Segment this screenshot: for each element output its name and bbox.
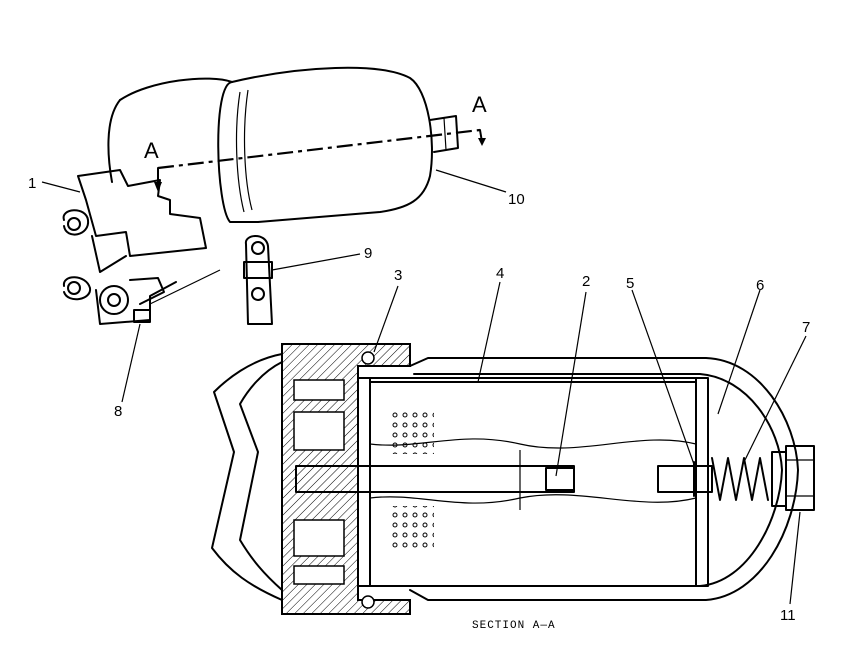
- section-line: [157, 128, 481, 170]
- callout-8: 8: [114, 403, 122, 420]
- callout-2: 2: [582, 273, 590, 290]
- head-top: [119, 77, 233, 101]
- callout-9: 9: [364, 245, 372, 262]
- o-ring-seal: [361, 351, 375, 365]
- canister-ring-2: [243, 89, 253, 211]
- mounting-ear-lower: [62, 276, 92, 301]
- callout-7: 7: [802, 319, 810, 336]
- housing-outline: [211, 353, 283, 601]
- clamp: [243, 261, 273, 279]
- callout-6: 6: [756, 277, 764, 294]
- leader-lines: [41, 169, 807, 605]
- callout-3: 3: [394, 267, 402, 284]
- canister-outline: [231, 66, 433, 223]
- section-arrow-left: [154, 182, 162, 192]
- head-body: [91, 235, 127, 273]
- perforations-upper: [388, 408, 434, 454]
- callout-5: 5: [626, 275, 634, 292]
- perforations-lower: [388, 506, 434, 552]
- section-view: [211, 343, 815, 615]
- canister-seam: [217, 81, 259, 223]
- filter-assembly-view: A A: [62, 66, 487, 325]
- callout-1: 1: [28, 175, 36, 192]
- callout-10: 10: [508, 191, 525, 208]
- drain-valve-boss: [99, 285, 129, 315]
- clamp-bracket: [244, 235, 273, 325]
- callout-11: 11: [780, 607, 796, 624]
- callout-4: 4: [496, 265, 504, 282]
- mounting-ear-upper: [62, 209, 90, 236]
- drain-fitting-nut: [785, 445, 815, 511]
- spring: [711, 457, 769, 501]
- section-marker-left: A: [144, 138, 159, 163]
- canister-shell: [409, 357, 799, 601]
- callout-labels: 1 2 3 4 5 6 7 8 9 10 11: [28, 175, 810, 624]
- filter-head: [77, 169, 207, 257]
- drain-plug: [133, 309, 151, 323]
- canister-ring-1: [235, 91, 245, 213]
- section-arrow-right: [478, 138, 486, 146]
- section-caption: SECTION A—A: [472, 620, 556, 632]
- filter-element: [357, 377, 709, 587]
- spring-seat: [657, 465, 713, 493]
- head-left: [107, 99, 121, 183]
- section-marker-right: A: [472, 92, 487, 117]
